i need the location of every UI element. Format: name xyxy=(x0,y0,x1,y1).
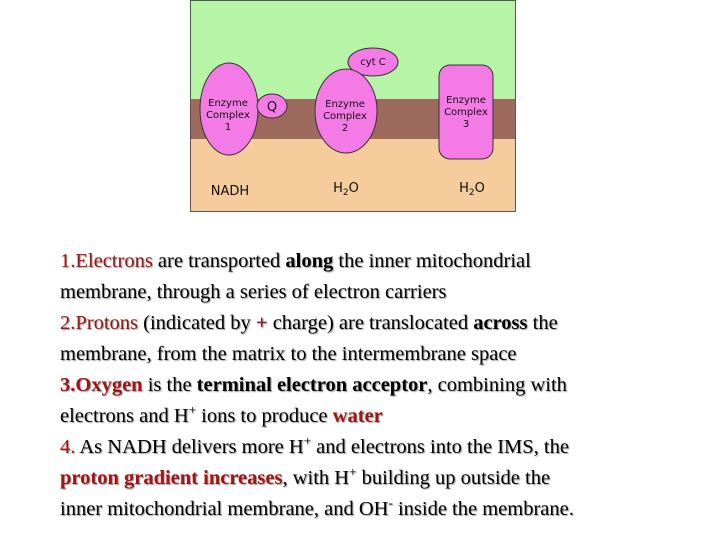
point-2-number: 2. xyxy=(60,312,76,334)
h2o-label-1: H2O xyxy=(333,181,359,198)
complex-1-label-line3: 1 xyxy=(225,122,231,133)
point-3-number: 3. xyxy=(60,374,76,396)
electron-transport-diagram: cyt C Enzyme Complex 1 Q Enzyme Complex … xyxy=(190,0,516,212)
point-2-line-2: membrane, from the matrix to the interme… xyxy=(60,343,517,365)
protons-term: Protons xyxy=(75,312,139,334)
electrons-term: Electrons xyxy=(75,250,153,272)
nadh-label: NADH xyxy=(211,184,249,199)
complex-1-label-line1: Enzyme xyxy=(208,98,248,109)
complex-1-label-line2: Complex xyxy=(206,110,250,121)
enzyme-complex-1 xyxy=(199,62,259,156)
complex-2-label-line3: 2 xyxy=(342,123,348,134)
proton-gradient-term: proton gradient increases xyxy=(60,467,283,489)
along-term: along xyxy=(285,250,334,272)
oxygen-term: Oxygen xyxy=(75,374,143,396)
point-4-number: 4. xyxy=(60,436,76,458)
complex-3-label-line1: Enzyme xyxy=(446,95,486,106)
terminal-electron-acceptor-term: terminal electron acceptor xyxy=(196,374,428,396)
enzyme-complex-2 xyxy=(314,68,378,154)
point-2-line-1: 2.Protons (indicated by + charge) are tr… xyxy=(60,312,558,334)
complex-2-label-line1: Enzyme xyxy=(325,99,365,110)
cytochrome-c xyxy=(347,47,399,77)
explanation-text: 1.Electrons are transported along the in… xyxy=(60,246,680,525)
across-term: across xyxy=(473,312,528,334)
cyt-c-label: cyt C xyxy=(360,57,386,68)
point-4-line-1: 4. As NADH delivers more H+ and electron… xyxy=(60,433,569,458)
complex-3-label-line3: 3 xyxy=(463,119,469,130)
enzyme-complex-3 xyxy=(438,64,494,160)
point-1-line-1: 1.Electrons are transported along the in… xyxy=(60,250,531,272)
complex-2-label-line2: Complex xyxy=(323,111,367,122)
plus-sign: + xyxy=(255,312,268,334)
point-3-line-2: electrons and H+ ions to produce water xyxy=(60,402,383,427)
water-term: water xyxy=(332,405,383,427)
point-1-number: 1. xyxy=(60,250,76,272)
q-label: Q xyxy=(267,100,277,115)
point-1-line-2: membrane, through a series of electron c… xyxy=(60,281,447,303)
complex-3-label-line2: Complex xyxy=(444,107,488,118)
point-3-line-1: 3.Oxygen is the terminal electron accept… xyxy=(60,374,567,396)
point-4-line-3: inner mitochondrial membrane, and OH- in… xyxy=(60,495,574,520)
point-4-line-2: proton gradient increases, with H+ build… xyxy=(60,464,551,489)
ubiquinone-q xyxy=(256,93,288,119)
h2o-label-2: H2O xyxy=(459,181,485,198)
